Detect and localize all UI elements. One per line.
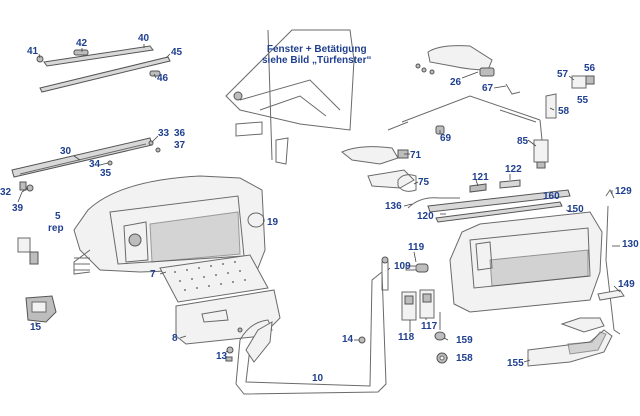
callout-155: 155 xyxy=(507,358,524,369)
callout-120: 120 xyxy=(417,211,434,222)
callout-10: 10 xyxy=(312,373,324,384)
part-pocket-155 xyxy=(527,329,613,367)
part-window-seal-121 xyxy=(469,183,487,193)
part-belt-moulding-160 xyxy=(427,189,571,213)
part-switch-117 xyxy=(419,289,435,319)
part-lock-bracket xyxy=(571,75,595,89)
part-belt-moulding-120 xyxy=(435,201,563,223)
callout-42: 42 xyxy=(76,38,88,49)
part-window-frame xyxy=(225,29,355,165)
callout-159: 159 xyxy=(456,335,473,346)
callout-34: 34 xyxy=(89,159,101,170)
part-window-seal-136 xyxy=(407,197,460,209)
part-hinge-bracket xyxy=(17,237,39,265)
callout-109: 109 xyxy=(394,261,411,272)
part-window-seal-122 xyxy=(499,179,521,189)
note-line-1: Fenster + Betätigung xyxy=(266,44,367,55)
part-window-strip-upper xyxy=(36,45,154,67)
part-inner-handle-assembly xyxy=(341,146,415,189)
callout-122: 122 xyxy=(505,164,522,175)
part-clip-13 xyxy=(225,346,234,362)
callout-8: 8 xyxy=(172,333,178,344)
part-insulation-panel xyxy=(159,254,269,303)
callout-40: 40 xyxy=(138,33,150,44)
callout-33: 33 xyxy=(158,128,170,139)
callout-26: 26 xyxy=(450,77,462,88)
callout-13: 13 xyxy=(216,351,228,362)
part-lock-cylinder-85 xyxy=(533,119,549,169)
callout-158: 158 xyxy=(456,353,473,364)
callout-118: 118 xyxy=(398,332,415,343)
callout-56: 56 xyxy=(584,63,596,74)
part-escutcheon-75 xyxy=(397,174,417,192)
callout-rep: rep xyxy=(48,223,64,234)
callout-129: 129 xyxy=(615,186,632,197)
callout-5: 5 xyxy=(55,211,61,222)
callout-57: 57 xyxy=(557,69,569,80)
note-line-2: siehe Bild „Türfenster“ xyxy=(262,55,372,66)
callout-45: 45 xyxy=(171,47,183,58)
part-door-handle xyxy=(427,45,495,77)
part-door-top-moulding xyxy=(11,137,161,192)
part-post-109 xyxy=(381,256,389,291)
callout-35: 35 xyxy=(100,168,112,179)
part-door-lock xyxy=(25,295,57,323)
part-knob-158 xyxy=(436,352,448,364)
callout-67: 67 xyxy=(482,83,494,94)
callout-15: 15 xyxy=(30,322,42,333)
part-trim-panel-150 xyxy=(449,211,603,313)
callout-85: 85 xyxy=(517,136,529,147)
part-knob-159 xyxy=(434,312,446,341)
callout-39: 39 xyxy=(12,203,24,214)
part-handle-bracket xyxy=(545,93,557,119)
callout-30: 30 xyxy=(60,146,72,157)
part-seal-strip-front xyxy=(245,321,273,363)
callout-121: 121 xyxy=(472,172,489,183)
callout-37: 37 xyxy=(174,140,186,151)
part-control-rods xyxy=(387,95,541,131)
callout-149: 149 xyxy=(618,279,635,290)
part-rod-67 xyxy=(505,83,521,95)
callout-7: 7 xyxy=(150,269,156,280)
part-door-seal-130 xyxy=(605,205,621,335)
callout-55: 55 xyxy=(577,95,589,106)
callout-32: 32 xyxy=(0,187,12,198)
callout-41: 41 xyxy=(27,46,39,57)
callout-14: 14 xyxy=(342,334,354,345)
leader-lines xyxy=(17,44,621,363)
part-armrest-149 xyxy=(560,289,625,333)
callout-71: 71 xyxy=(410,150,422,161)
part-switch-118 xyxy=(401,291,417,321)
part-door-shell xyxy=(73,175,266,275)
callout-136: 136 xyxy=(385,201,402,212)
callout-19: 19 xyxy=(267,217,279,228)
callout-46: 46 xyxy=(157,73,169,84)
callout-58: 58 xyxy=(558,106,570,117)
callout-130: 130 xyxy=(622,239,639,250)
callout-150: 150 xyxy=(567,204,584,215)
callout-36: 36 xyxy=(174,128,186,139)
part-clip-14 xyxy=(358,336,366,344)
part-door-seal-129 xyxy=(605,189,615,199)
callout-117: 117 xyxy=(421,321,438,332)
callout-69: 69 xyxy=(440,133,452,144)
callout-160: 160 xyxy=(543,191,560,202)
callout-119: 119 xyxy=(408,242,425,253)
part-pin-119 xyxy=(405,263,429,273)
part-handle-screws xyxy=(415,63,435,75)
part-window-strip-lower xyxy=(39,56,171,93)
window-reference-note: Fenster + Betätigung siehe Bild „Türfens… xyxy=(262,44,371,66)
callout-75: 75 xyxy=(418,177,430,188)
